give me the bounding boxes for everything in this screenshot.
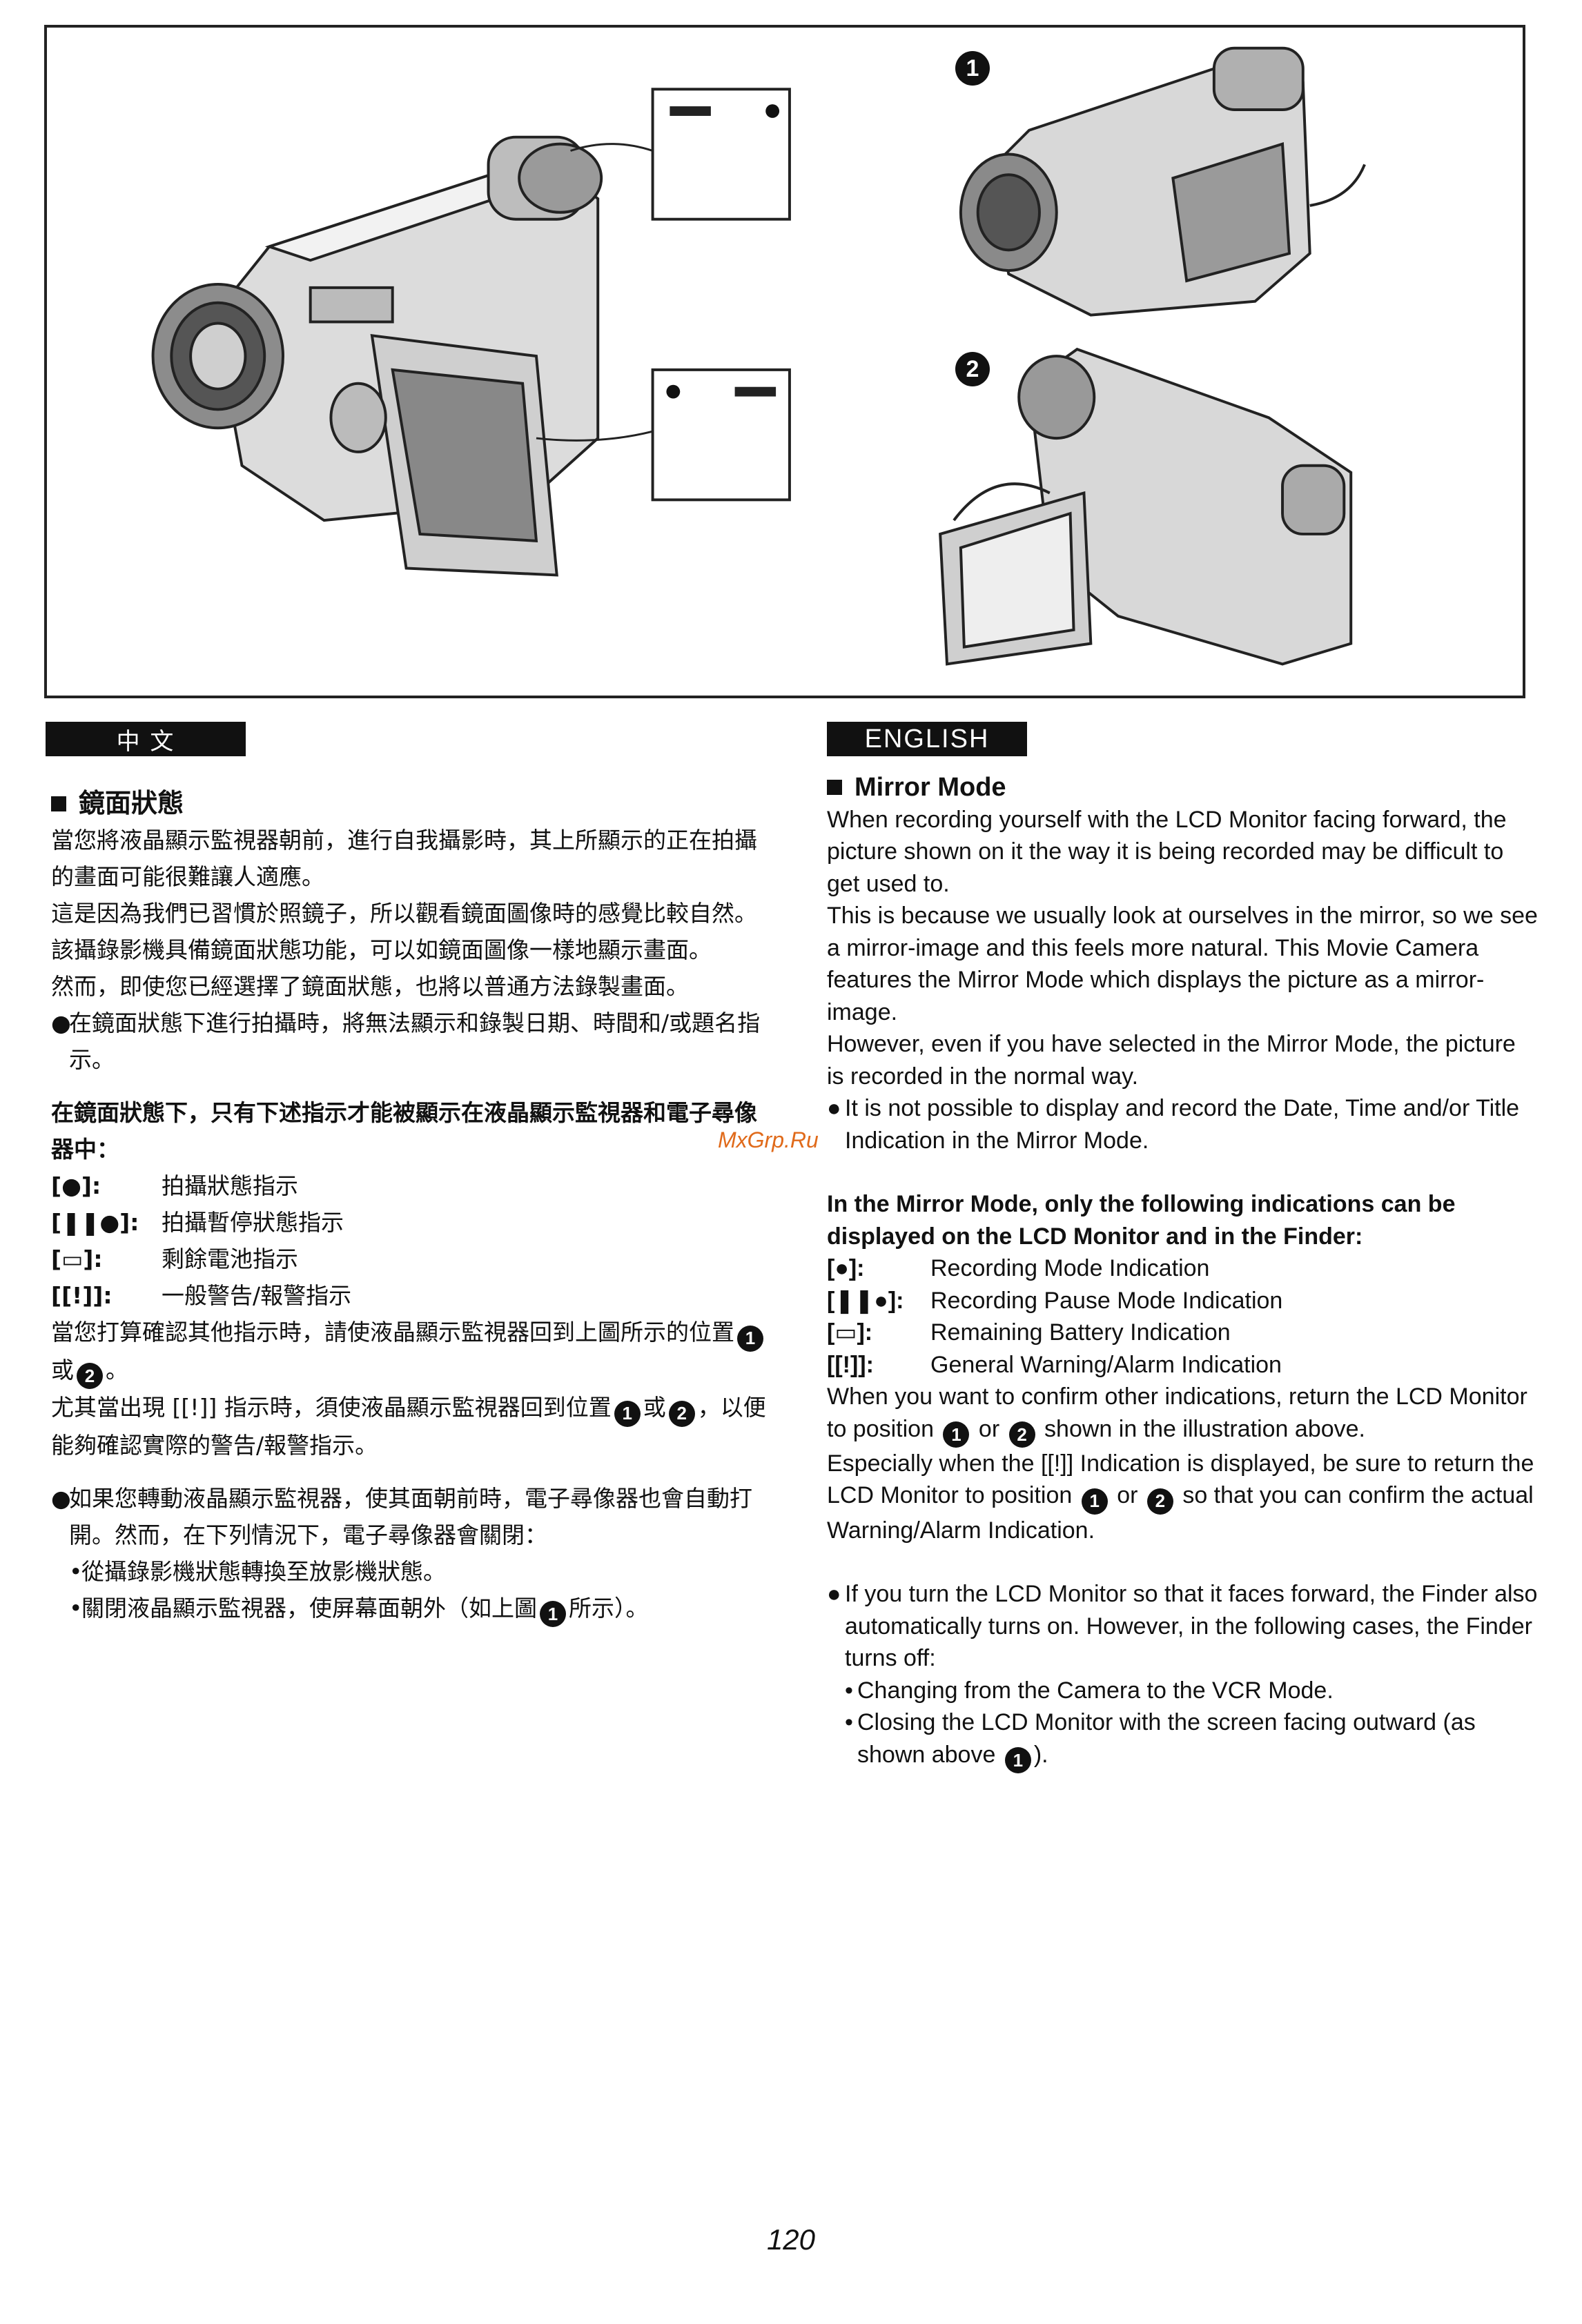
english-indication-row: [●]:Recording Mode Indication — [827, 1255, 1210, 1281]
chinese-indication-row: [▭]:剩餘電池指示 — [51, 1245, 298, 1272]
position-marker-2: 2 — [955, 352, 990, 386]
chinese-paragraph-3: 然而，即使您已經選擇了鏡面狀態，也將以普通方法錄製畫面。 — [51, 973, 689, 1000]
english-bold-intro: In the Mirror Mode, only the following i… — [827, 1191, 1456, 1250]
english-confirm-text: When you want to confirm other indicatio… — [827, 1381, 1538, 1448]
chinese-section-tab: 中 文 — [46, 722, 246, 756]
camcorder-main-drawing — [151, 135, 603, 577]
chinese-bullet-1: ●在鏡面狀態下進行拍攝時，將無法顯示和錄製日期、時間和/或題名指示。 — [51, 1010, 761, 1073]
english-indication-row: [❚❚●]:Recording Pause Mode Indication — [827, 1287, 1283, 1314]
chinese-indication-row: [●]:拍攝狀態指示 — [51, 1172, 298, 1199]
chinese-paragraph-1: 當您將液晶顯示監視器朝前，進行自我攝影時，其上所顯示的正在拍攝的畫面可能很難讓人… — [51, 827, 757, 890]
watermark-text: MxGrp.Ru — [718, 1127, 819, 1152]
chinese-bold-intro: 在鏡面狀態下，只有下述指示才能被顯示在液晶顯示監視器和電子尋像器中： — [51, 1099, 757, 1163]
camcorder-position-1-drawing — [959, 46, 1366, 317]
english-paragraph-1: When recording yourself with the LCD Mon… — [827, 806, 1507, 897]
english-indication-row: [[!]]:General Warning/Alarm Indication — [827, 1351, 1282, 1378]
chinese-indication-row: [[!]]:一般警告/報警指示 — [51, 1282, 352, 1309]
english-indication-row: [▭]:Remaining Battery Indication — [827, 1319, 1231, 1346]
english-bullet-1: ●It is not possible to display and recor… — [827, 1095, 1520, 1154]
english-warning-text: Especially when the [[!]] Indication is … — [827, 1450, 1534, 1544]
chinese-column: 鏡面狀態 當您將液晶顯示監視器朝前，進行自我攝影時，其上所顯示的正在拍攝的畫面可… — [51, 785, 769, 1627]
english-paragraph-3: However, even if you have selected in th… — [827, 1031, 1516, 1090]
english-heading: Mirror Mode — [827, 771, 1538, 804]
english-paragraph-2: This is because we usually look at ourse… — [827, 903, 1538, 1025]
chinese-sub-item-1: •從攝錄影機狀態轉換至放影機狀態。 — [69, 1557, 446, 1585]
chinese-heading: 鏡面狀態 — [51, 785, 769, 822]
chinese-indication-row: [❚❚●]:拍攝暫停狀態指示 — [51, 1209, 344, 1236]
english-sub-item-2: •Closing the LCD Monitor with the screen… — [827, 1706, 1538, 1773]
position-marker-1: 1 — [955, 51, 990, 86]
camcorder-position-2-drawing — [939, 347, 1353, 666]
english-column: Mirror Mode When recording yourself with… — [827, 771, 1538, 1773]
page-number: 120 — [766, 2223, 816, 2256]
chinese-paragraph-2: 這是因為我們已習慣於照鏡子，所以觀看鏡面圖像時的感覺比較自然。該攝錄影機具備鏡面… — [51, 900, 757, 963]
english-sub-item-1: •Changing from the Camera to the VCR Mod… — [845, 1677, 1334, 1704]
camcorder-illustration — [151, 46, 1366, 666]
illustration-frame: 1 2 — [44, 25, 1525, 698]
chinese-bullet-2: ●如果您轉動液晶顯示監視器，使其面朝前時，電子尋像器也會自動打開。然而，在下列情… — [51, 1484, 752, 1548]
english-bullet-2: ●If you turn the LCD Monitor so that it … — [827, 1581, 1538, 1671]
english-section-tab: ENGLISH — [827, 722, 1027, 756]
